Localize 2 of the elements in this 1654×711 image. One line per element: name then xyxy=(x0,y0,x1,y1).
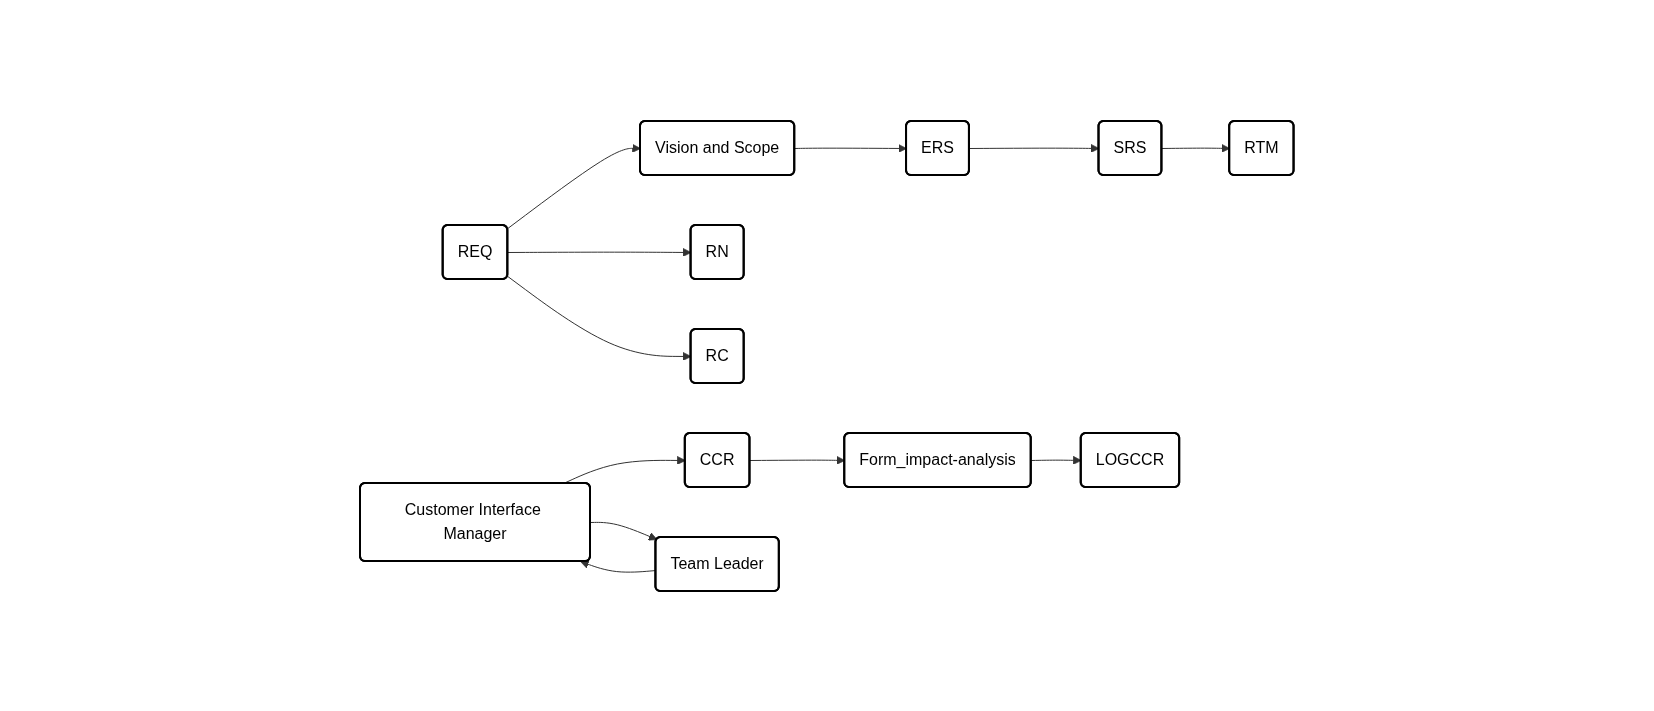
arrow xyxy=(590,521,658,541)
node-text: Customer Interface Manager xyxy=(404,500,542,542)
